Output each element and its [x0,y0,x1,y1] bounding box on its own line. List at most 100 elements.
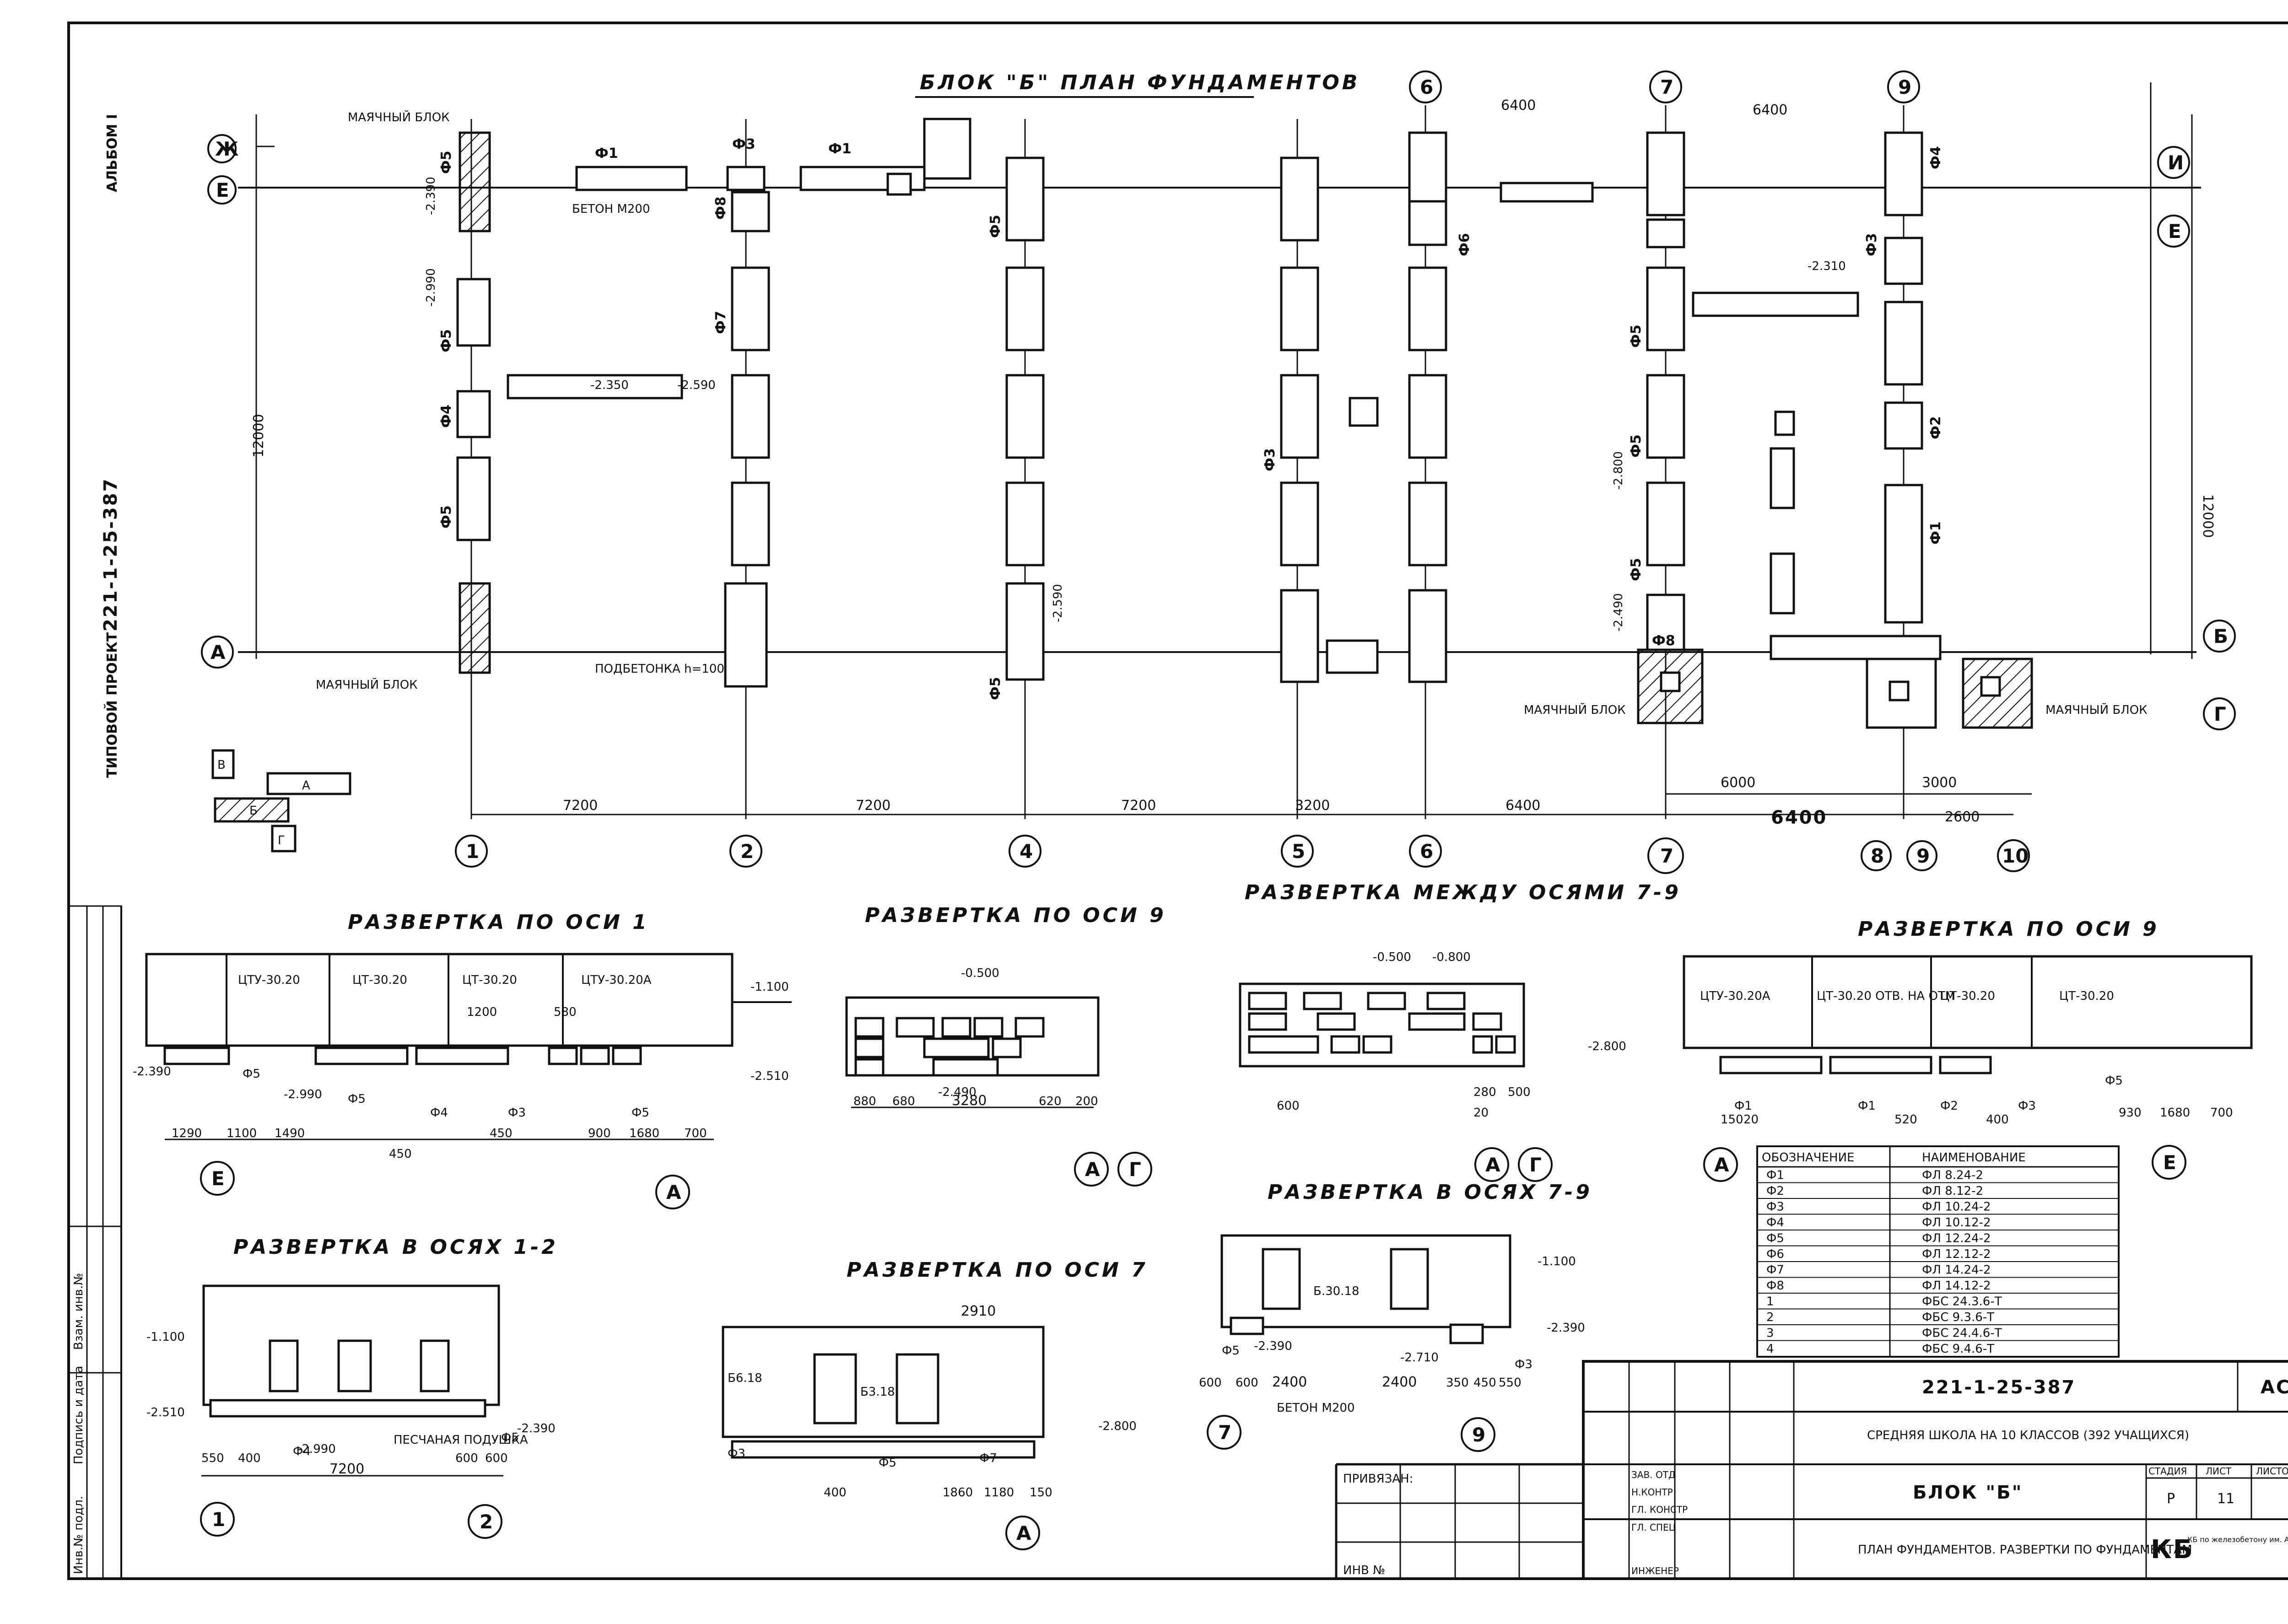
title-code: 221-1-25-387 [1922,1377,2076,1398]
level-mark: -2.990 [284,1088,322,1101]
level-mark: -2.350 [590,378,629,392]
axis-label: Е [216,179,229,201]
wall-block: ЦТУ-30.20А [581,973,652,987]
dimension: 600 [1199,1376,1222,1390]
wall-block: ЦТ-30.20 ОТВ. НА ОТМ [1817,989,1955,1003]
level-mark: -2.390 [1547,1321,1585,1335]
foundation-label: Ф5 [1222,1344,1240,1358]
plan-title: БЛОК "Б" ПЛАН ФУНДАМЕНТОВ [920,71,1360,94]
foundation-label: Ф5 [348,1092,366,1106]
level-mark: -2.510 [750,1069,789,1083]
dimension: 2910 [961,1303,996,1319]
level-mark: -2.490 [1612,593,1625,631]
legend-name: ФБС 24.3.6-Т [1922,1295,2002,1309]
axis-label: 9 [1916,845,1930,867]
foundation-strip-axis-2 [724,191,770,688]
dimension: 6400 [1771,807,1827,828]
axis-label: 7 [1660,76,1673,98]
dimension: 450 [1473,1376,1496,1390]
axis-label: 6 [1420,840,1433,863]
key-plan-label: А [302,779,310,793]
level-mark: -0.500 [1373,950,1411,964]
axis-label: Г [2214,703,2226,725]
dimension: 1680 [2160,1106,2190,1120]
dimension: 6000 [1721,775,1755,791]
axis-label: А [1485,1154,1500,1176]
dimension: 400 [1986,1113,2009,1127]
dimension: 1490 [275,1127,305,1140]
legend-name: ФЛ 14.12-2 [1922,1279,1991,1293]
dimension: 600 [1277,1099,1300,1113]
dimension: 20 [1743,1113,1759,1127]
section-axis-7: РАЗВЕРТКА ПО ОСИ 7 Б6.18 Б3.18 -2.800 29… [722,1258,1148,1550]
foundation-label: Ф5 [501,1431,519,1445]
title-stage-header: СТАДИЯ [2148,1466,2187,1477]
title-sheets-header: ЛИСТОВ [2256,1466,2288,1477]
section-title: РАЗВЕРТКА МЕЖДУ ОСЯМИ 7-9 [1245,881,1681,904]
level-mark: -0.800 [1432,950,1471,964]
stamp-label-replace: Взам. инв.№ [72,1273,86,1350]
dimension: 1290 [172,1127,202,1140]
side-header: ТИПОВОЙ ПРОЕКТ [104,632,120,778]
foundation-label: Ф7 [979,1451,997,1465]
dimension: 520 [1894,1113,1917,1127]
stamp-label-sign: Подпись и дата [72,1366,86,1464]
level-mark: -1.100 [1538,1255,1576,1268]
legend-name: ФЛ 12.12-2 [1922,1247,1991,1261]
axis-label: А [1085,1158,1100,1181]
foundation-label: Ф3 [508,1106,526,1120]
level-mark: -0.500 [961,966,999,980]
foundation-label: Ф5 [1628,558,1644,581]
title-role: ИНЖЕНЕР [1631,1565,1679,1576]
wall-block: ЦТУ-30.20А [1700,989,1770,1003]
section-title: РАЗВЕРТКА В ОСЯХ 7-9 [1268,1181,1592,1204]
dimension: 7200 [1121,798,1156,814]
wall-block: Б.30.18 [1313,1284,1360,1298]
level-mark: -2.710 [1400,1351,1439,1365]
title-sheet-type: АС [2261,1377,2288,1398]
legend-name: ФЛ 10.24-2 [1922,1200,1991,1214]
foundation-label: Ф5 [2105,1074,2123,1088]
wall-block: Б6.18 [728,1371,762,1385]
dimension: 700 [2210,1106,2233,1120]
section-title: РАЗВЕРТКА ПО ОСИ 1 [348,911,649,934]
foundation-label: Ф7 [713,311,729,334]
legend-code: 4 [1766,1342,1774,1356]
section-title: РАЗВЕРТКА ПО ОСИ 7 [847,1258,1148,1282]
level-mark: -1.100 [146,1330,185,1344]
axis-label: 8 [1871,845,1884,867]
section-axis-1: РАЗВЕРТКА ПО ОСИ 1 ЦТУ-30.20 ЦТ-30.20 ЦТ… [133,911,792,1209]
foundation-strip-ew [507,118,971,399]
dimension: 550 [201,1451,224,1465]
foundation-label: Ф5 [438,151,454,174]
foundation-label: Ф3 [728,1447,745,1461]
axis-label: И [2168,151,2184,174]
dimension: 880 [853,1095,876,1108]
level-mark: -2.800 [1098,1419,1137,1433]
foundation-label: Ф2 [1940,1099,1958,1113]
dimension: 2400 [1272,1374,1307,1390]
key-plan: В А Б Г [211,749,351,852]
section-title: РАЗВЕРТКА ПО ОСИ 9 [865,904,1166,927]
axis-bubbles-top: 6 7 9 [1409,70,1920,103]
foundation-label: Ф5 [1628,434,1644,458]
foundation-labels: Ф1 Ф3 Ф1 Ф5 Ф4 Ф5 Ф5 Ф7 Ф8 Ф5 Ф5 Ф3 Ф6 Ф… [438,136,1944,700]
title-role: Н.КОНТР [1631,1487,1673,1498]
section-axis-9-right: РАЗВЕРТКА ПО ОСИ 9 ЦТУ-30.20А ЦТ-30.20 О… [1683,917,2253,1182]
foundation-strip-axis-6 [1408,131,1594,683]
axis-label: А [1714,1154,1729,1176]
level-mark: -2.310 [1808,259,1846,273]
dimension: 450 [389,1147,412,1161]
foundation-label: Ф1 [595,146,618,162]
legend-code: Ф5 [1766,1232,1784,1246]
axis-label: Г [1129,1158,1141,1181]
wall-block: ЦТУ-30.20 [238,973,300,987]
foundation-label: Ф4 [438,405,454,428]
dimension: 350 [1446,1376,1469,1390]
dimension: 7200 [856,798,890,814]
legend-code: Ф2 [1766,1184,1784,1198]
legend-code: Ф1 [1766,1169,1784,1182]
dimension: 150 [1030,1486,1052,1500]
wall-block: ЦТ-30.20 [462,973,517,987]
level-mark: -2.490 [938,1085,977,1099]
